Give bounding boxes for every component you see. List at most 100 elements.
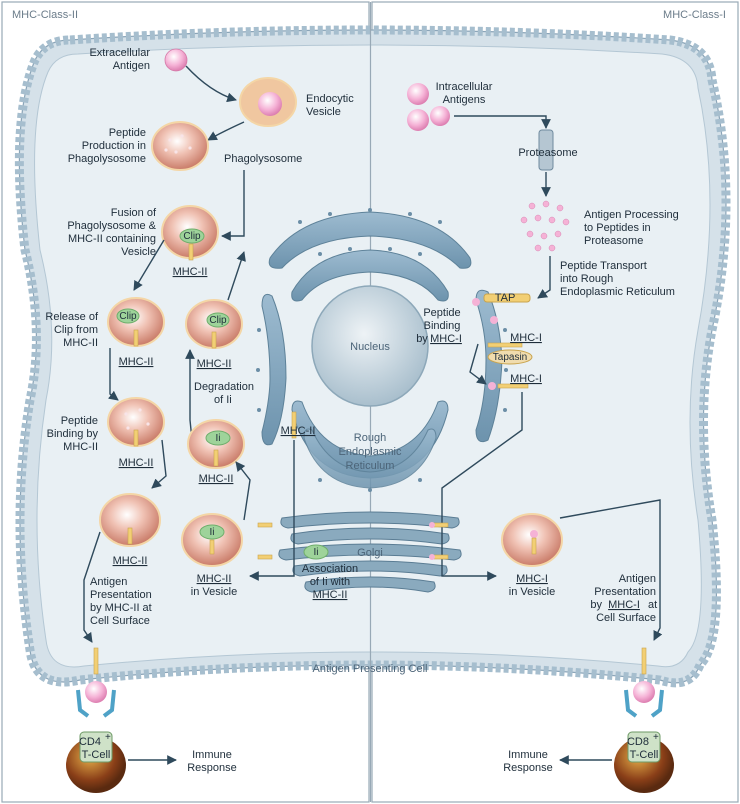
rough-er <box>261 211 503 489</box>
arrow-mhc-i-to-surface <box>559 499 663 641</box>
tap-peptide-2 <box>490 316 498 324</box>
binding-mhc-ii <box>133 429 139 447</box>
antigen-processing-label-3: Proteasome <box>584 235 643 247</box>
tap-label: TAP <box>495 292 516 304</box>
mhc-i-er <box>487 342 523 348</box>
degradation-clip <box>206 312 230 328</box>
cd8-box <box>627 731 661 763</box>
presentation-i-label-1: Antigen <box>619 573 656 585</box>
tcr-i <box>624 689 664 718</box>
t-cell-ii-label: T-Cell <box>82 749 111 761</box>
mhc-i-er-label: MHC-I <box>510 332 542 344</box>
arrow-fusion-to-release <box>133 239 165 291</box>
cd8-antigen <box>633 681 655 703</box>
degradation-mhc-ii <box>211 331 217 349</box>
ii-chain <box>205 430 231 446</box>
mhc-i-in-vesicle-label: MHC-I <box>516 573 548 585</box>
cd4-antigen <box>85 681 107 703</box>
release-mhc-ii-label: MHC-II <box>119 356 154 368</box>
immune-response-i-2: Response <box>503 762 553 774</box>
rough-er-label-2: Endoplasmic <box>339 446 402 458</box>
presentation-i-by: by <box>590 599 602 611</box>
rough-er-label-1: Rough <box>354 432 386 444</box>
surface-mhc-ii <box>127 527 133 545</box>
extracellular-antigen-label-2: Antigen <box>113 60 150 72</box>
immune-response-ii-1: Immune <box>192 749 232 761</box>
arrow-to-cell-surface <box>83 531 101 643</box>
arrow-tap-to-mhc-i <box>469 343 487 385</box>
arrow-release-to-binding <box>108 348 119 401</box>
immune-response-i-1: Immune <box>508 749 548 761</box>
binding-mhc-ii-label: MHC-II <box>119 457 154 469</box>
fusion-mhc-ii <box>188 243 194 261</box>
peptide-binding-i-label-4: MHC-I <box>430 333 462 345</box>
release-clip-label: Clip <box>119 311 137 322</box>
peptide-binding-i-label-1: Peptide <box>423 307 460 319</box>
right-panel-title: MHC-Class-I <box>663 9 726 21</box>
presentation-i-mhc: MHC-I <box>608 599 640 611</box>
mhc-i-loaded <box>497 383 529 389</box>
peptide-transport-label-3: Endoplasmic Reticulum <box>560 286 675 298</box>
er-ribosomes <box>256 208 508 492</box>
cell-membrane-beads <box>14 25 731 688</box>
nucleus-label: Nucleus <box>350 341 390 353</box>
phagolysosome-label: Phagolysosome <box>224 153 302 165</box>
t-cell-i-label: T-Cell <box>630 749 659 761</box>
mhc-i-in-vesicle-mhc <box>531 537 537 555</box>
peptide-production-label-2: Production in <box>82 140 146 152</box>
binding-peptides <box>124 408 150 430</box>
extracellular-antigen <box>164 48 188 72</box>
phagolysosome <box>151 121 209 171</box>
tapasin-label: Tapasin <box>493 352 527 363</box>
ii-mhc-ii <box>213 449 219 467</box>
endocytic-vesicle-label-2: Vesicle <box>306 106 341 118</box>
surface-mhc-ii-stalk <box>93 647 99 675</box>
degradation-clip-label: Clip <box>209 315 227 326</box>
presentation-ii-label-3: by MHC-II at <box>90 602 152 614</box>
release-label-2: Clip from <box>54 324 98 336</box>
peptide-transport-label-2: into Rough <box>560 273 613 285</box>
intracellular-antigen-3 <box>430 106 450 126</box>
peptide-production-label-1: Peptide <box>109 127 146 139</box>
fusion-label-3: MHC-II containing <box>68 233 156 245</box>
tcr-ii <box>76 689 116 718</box>
release-mhc-ii <box>133 329 139 347</box>
arrow-antigen-to-vesicle <box>185 65 237 103</box>
endocytic-vesicle-antigen <box>258 92 282 116</box>
golgi-ii-label: Ii <box>314 547 319 558</box>
peptide-binding-i-label-3: by <box>416 333 428 345</box>
arrow-peptides-to-tap <box>537 256 551 299</box>
peptide-transport-label-1: Peptide Transport <box>560 260 647 272</box>
ii-mhc-ii-label: MHC-II <box>199 473 234 485</box>
mhc-ii-in-vesicle-ii <box>199 524 225 540</box>
ii-chain-label: Ii <box>216 433 221 444</box>
presentation-ii-label-1: Antigen <box>90 576 127 588</box>
phagolysosome-peptides <box>164 134 192 154</box>
cd4-box <box>79 731 113 763</box>
arrow-antigens-to-proteasome <box>454 115 551 129</box>
arrow-vesicle-to-phagolysosome <box>207 121 245 141</box>
cell-label: Antigen Presenting Cell <box>313 663 428 675</box>
surface-mhc-ii-label: MHC-II <box>113 555 148 567</box>
peptide-binding-label-2: Binding by <box>47 428 99 440</box>
er-mhc-ii <box>291 411 297 439</box>
fusion-label-4: Vesicle <box>121 246 156 258</box>
rough-er-label-3: Reticulum <box>346 460 395 472</box>
release-label-3: MHC-II <box>63 337 98 349</box>
proteasome-peptides <box>520 200 570 252</box>
fusion-clip-label: Clip <box>183 231 201 242</box>
mhc-i-loaded-label: MHC-I <box>510 373 542 385</box>
cd4-label: CD4 <box>79 736 101 748</box>
tap-peptide-1 <box>472 298 480 306</box>
peptide-binding-i-label-2: Binding <box>424 320 461 332</box>
immune-response-ii-2: Response <box>187 762 237 774</box>
cd8-label: CD8 <box>627 736 649 748</box>
fusion-label-2: Phagolysosome & <box>67 220 156 232</box>
mhc-i-in-vesicle-peptide <box>530 530 538 538</box>
cd4-sup: + <box>105 732 111 743</box>
presentation-i-at: at <box>648 599 657 611</box>
association-label-1: Association <box>302 563 358 575</box>
golgi-mhc-i-rods <box>429 522 449 560</box>
endocytic-vesicle-label-1: Endocytic <box>306 93 354 105</box>
